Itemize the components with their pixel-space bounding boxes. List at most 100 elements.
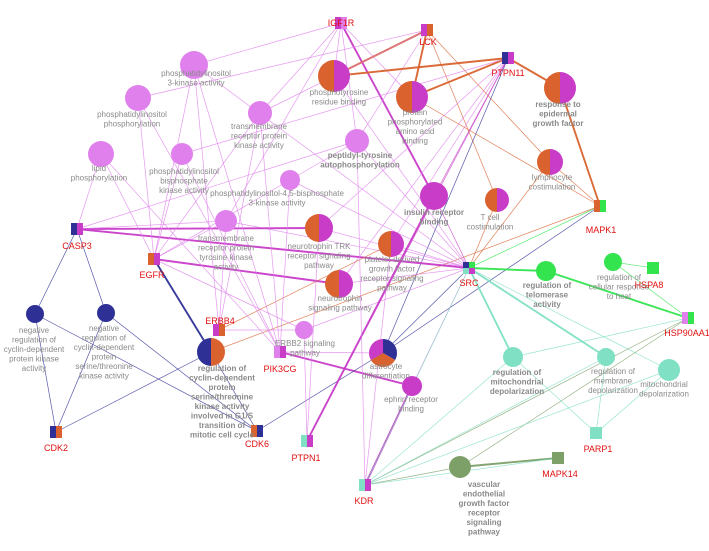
- edge-SRC-pi3k_activity: [193, 64, 470, 269]
- edge-PARP1-reg_mito_depol: [512, 356, 597, 434]
- gene-node-HSPA8[interactable]: [647, 262, 659, 274]
- edge-SRC-neurotrophin_pathway: [338, 267, 470, 285]
- gene-node-SRC[interactable]: [457, 256, 481, 280]
- edge-CASP3-lipid_phosphorylation: [76, 153, 102, 230]
- gene-node-CDK2[interactable]: [44, 420, 68, 444]
- term-node-reg_mito_depol[interactable]: [503, 347, 523, 367]
- term-node-lymphocyte_cost[interactable]: [537, 149, 563, 175]
- edge-EGFR-pi_bisphosphate_kinase: [153, 153, 183, 260]
- gene-node-HSP90AA1[interactable]: [676, 306, 700, 330]
- gene-node-PTPN1[interactable]: [295, 429, 319, 453]
- term-node-egf_response[interactable]: [544, 72, 576, 104]
- term-label-line: bisphosphate: [160, 177, 208, 186]
- term-label-line: regulation of: [493, 368, 542, 377]
- term-label-line: binding: [420, 218, 449, 227]
- term-node-neurotrophin_pathway[interactable]: [325, 270, 353, 298]
- term-node-ptyr_binding[interactable]: [318, 60, 350, 92]
- term-node-pdgf_pathway[interactable]: [378, 231, 404, 257]
- term-node-neg_reg_cdk_st[interactable]: [97, 304, 115, 322]
- term-node-pi3k_activity[interactable]: [180, 51, 208, 79]
- edge-EGFR-tm_receptor_kinase: [153, 112, 261, 260]
- term-node-vegf_pathway[interactable]: [449, 456, 471, 478]
- edge-PIK3CG-ephrin_binding: [279, 351, 413, 387]
- gene-node-PTPN11[interactable]: [496, 46, 520, 70]
- gene-node-PARP1[interactable]: [590, 427, 602, 439]
- gene-label-PIK3CG: PIK3CG: [263, 364, 296, 374]
- gene-node-IGF1R[interactable]: [329, 11, 353, 35]
- term-node-erbb2_pathway[interactable]: [295, 321, 313, 339]
- term-label-line: to heat: [607, 292, 632, 301]
- term-node-mito_depol[interactable]: [658, 359, 680, 381]
- gene-node-KDR[interactable]: [353, 473, 377, 497]
- gene-label-PTPN11: PTPN11: [491, 68, 524, 78]
- term-node-insulin_receptor[interactable]: [420, 182, 448, 210]
- term-label-line: amino acid: [396, 127, 435, 136]
- gene-node-EGFR[interactable]: [142, 247, 166, 271]
- edge-LCK-lymphocyte_cost: [426, 29, 551, 163]
- term-label-line: signaling pathway: [308, 304, 372, 313]
- term-label-line: pathway: [304, 261, 334, 270]
- term-node-reg_telomerase[interactable]: [536, 261, 556, 281]
- gene-node-MAPK1[interactable]: [588, 194, 612, 218]
- gene-node-ERBB4[interactable]: [207, 318, 231, 342]
- edge-CDK6-neg_reg_cdk: [34, 313, 258, 432]
- term-node-neg_reg_cdk[interactable]: [26, 305, 44, 323]
- term-node-pi_phosphorylation[interactable]: [125, 85, 151, 111]
- term-label-line: receptor: [468, 509, 500, 518]
- gene-node-LCK[interactable]: [415, 18, 439, 42]
- term-node-pip2_3kinase[interactable]: [280, 170, 300, 190]
- edge-PIK3CG-astrocyte_diff: [279, 351, 384, 354]
- term-node-reg_cdk_g1s[interactable]: [197, 338, 225, 366]
- gene-node-PIK3CG[interactable]: [268, 340, 292, 364]
- term-label-line: kinase activity: [159, 186, 209, 195]
- gene-label-PTPN1: PTPN1: [291, 453, 320, 463]
- edge-IGF1R-pi3k_activity: [193, 22, 342, 66]
- term-label-line: cyclin-dependent: [74, 343, 135, 352]
- term-label-line: epidermal: [539, 110, 577, 119]
- edge-KDR-reg_membrane_depol: [364, 356, 607, 486]
- edge-CASP3-ptyr_autophos: [76, 140, 358, 230]
- term-label-line: activity: [533, 300, 561, 309]
- term-node-lipid_phosphorylation[interactable]: [88, 141, 114, 167]
- term-label-line: membrane: [594, 377, 633, 386]
- edge-CDK6-reg_cdk_g1s: [210, 351, 258, 432]
- edge-MAPK1-pp_amino_acid_binding: [411, 96, 601, 207]
- edge-SRC-erbb2_pathway: [303, 267, 470, 331]
- term-label-line: phosphorylated: [388, 118, 443, 127]
- edge-PTPN11-pi_bisphosphate_kinase: [181, 57, 509, 155]
- term-label-line: serine/threonine: [75, 362, 133, 371]
- gene-node-MAPK14[interactable]: [552, 452, 564, 464]
- edge-EGFR-pi_phosphorylation: [137, 97, 155, 260]
- edge-PTPN11-pdgf_pathway: [390, 57, 509, 245]
- term-node-pi_bisphosphate_kinase[interactable]: [171, 143, 193, 165]
- edge-SRC-pdgf_pathway: [390, 243, 470, 269]
- gene-label-MAPK14: MAPK14: [542, 469, 578, 479]
- term-node-tm_receptor_tyr[interactable]: [215, 210, 237, 232]
- edge-PTPN1-insulin_receptor: [306, 195, 435, 442]
- term-node-astrocyte_diff[interactable]: [368, 339, 398, 367]
- term-label-line: phosphatidylinositol: [149, 167, 219, 176]
- gene-node-CDK6[interactable]: [245, 419, 269, 443]
- edge-IGF1R-tm_receptor_tyr: [225, 22, 342, 222]
- edge-KDR-SRC: [364, 267, 470, 486]
- gene-node-CASP3[interactable]: [65, 217, 89, 241]
- term-label-line: receptor protein: [198, 244, 254, 253]
- edge-CASP3-ntrk_pathway: [76, 227, 320, 230]
- term-node-tm_receptor_kinase[interactable]: [248, 101, 272, 125]
- edge-EGFR-lipid_phosphorylation: [100, 153, 155, 260]
- term-node-t_cell_cost[interactable]: [485, 188, 509, 212]
- term-node-reg_membrane_depol[interactable]: [597, 348, 615, 366]
- term-node-ephrin_binding[interactable]: [402, 376, 422, 396]
- term-node-ntrk_pathway[interactable]: [305, 214, 333, 242]
- term-node-reg_heat[interactable]: [604, 253, 622, 271]
- term-label-line: pathway: [290, 349, 320, 358]
- term-node-ptyr_autophos[interactable]: [345, 129, 369, 153]
- term-node-pp_amino_acid_binding[interactable]: [396, 81, 428, 113]
